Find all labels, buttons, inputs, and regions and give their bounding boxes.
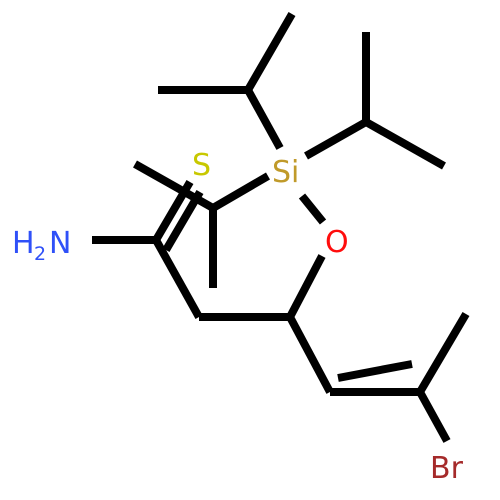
isopropyl-group-right [304, 32, 446, 170]
atom-br: Br [430, 451, 464, 486]
atom-s: S [192, 148, 211, 183]
atom-o: O [325, 225, 349, 260]
bond [152, 238, 203, 319]
bond-double [152, 179, 194, 243]
atom-subscript: 2 [34, 243, 46, 265]
bond [133, 160, 215, 212]
atom-si: Si [272, 155, 299, 190]
atom-n: N [49, 226, 71, 261]
bond-double [337, 360, 413, 382]
bond-si-o [298, 193, 327, 225]
bond [244, 88, 284, 150]
bond [304, 118, 368, 160]
bond-o-ch [286, 254, 326, 319]
bond [286, 315, 334, 394]
bond [364, 118, 446, 170]
bond [244, 11, 296, 93]
bond [210, 172, 271, 212]
atom-h: H [12, 226, 35, 261]
isopropyl-group-top [158, 11, 296, 150]
atom-nh2: H 2 N [12, 226, 71, 265]
bond [416, 390, 451, 443]
bond [416, 311, 470, 395]
bond-double [162, 189, 204, 253]
isopropyl-group-lower [133, 160, 271, 288]
